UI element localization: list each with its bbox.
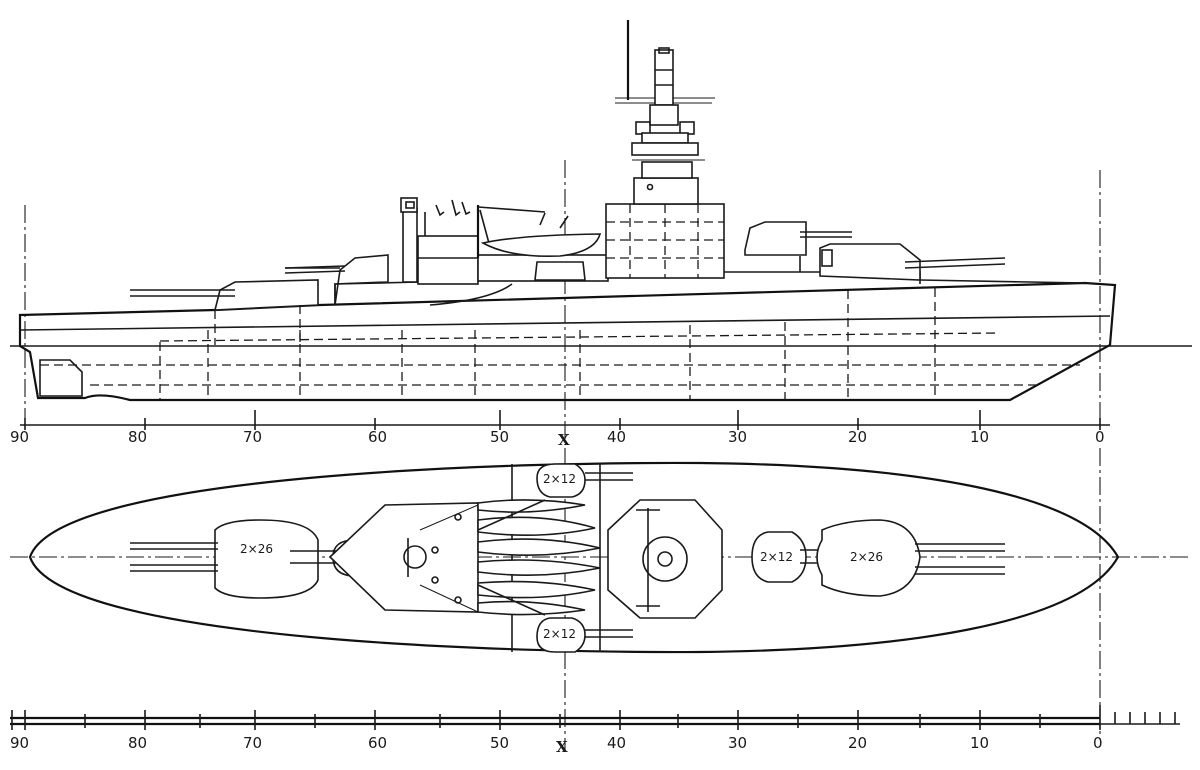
midship-marker-top: X bbox=[558, 431, 570, 449]
scale-bottom-label-80: 80 bbox=[128, 734, 147, 752]
midship-deck-strip bbox=[511, 463, 601, 652]
scale-bottom-label-60: 60 bbox=[368, 734, 387, 752]
scale-top-label-30: 30 bbox=[728, 428, 747, 446]
scale-bottom-label-70: 70 bbox=[243, 734, 262, 752]
midship-pedestal bbox=[534, 261, 586, 281]
plan-hull-outline bbox=[28, 461, 1120, 654]
ventilators bbox=[419, 504, 479, 613]
midship-marker-bottom: X bbox=[556, 738, 568, 756]
wing-port-turret-label: 2×12 bbox=[543, 472, 576, 486]
superstructure-curve bbox=[429, 283, 513, 306]
scale-bottom-label-50: 50 bbox=[490, 734, 509, 752]
boat-and-crane bbox=[476, 205, 602, 258]
fwd-main-turret-side bbox=[819, 243, 1086, 284]
deck-line bbox=[19, 315, 1111, 331]
scale-bar-bottom bbox=[10, 705, 1180, 730]
aft-funnel bbox=[400, 197, 471, 283]
forward-tower-plan bbox=[607, 499, 723, 619]
scale-top-label-20: 20 bbox=[848, 428, 867, 446]
fwd-secondary-turret-label: 2×12 bbox=[760, 550, 793, 564]
scale-labels-top: 90 80 70 60 50 40 30 20 10 0 bbox=[10, 428, 1105, 446]
wing-turret-stbd-plan bbox=[536, 617, 633, 653]
mast bbox=[615, 20, 715, 191]
scale-top-label-70: 70 bbox=[243, 428, 262, 446]
scale-bottom-label-0: 0 bbox=[1093, 734, 1103, 752]
aft-main-turret-side bbox=[130, 279, 319, 345]
central-deckhouse bbox=[417, 235, 479, 285]
ship-boats bbox=[477, 499, 601, 616]
scale-bottom-label-20: 20 bbox=[848, 734, 867, 752]
scale-labels-bottom: 90 80 70 60 50 40 30 20 10 0 bbox=[10, 734, 1103, 752]
hull-outline bbox=[18, 281, 1117, 402]
scale-bottom-label-10: 10 bbox=[970, 734, 989, 752]
fwd-main-turret-plan bbox=[816, 519, 1005, 597]
wing-turret-port-plan bbox=[536, 463, 633, 498]
scale-top-label-90: 90 bbox=[10, 428, 29, 446]
scale-top-label-60: 60 bbox=[368, 428, 387, 446]
forward-tower bbox=[605, 177, 725, 279]
fwd-secondary-turret-side bbox=[744, 221, 852, 272]
aft-main-turret-label: 2×26 bbox=[240, 542, 273, 556]
plan-view: 2×26 bbox=[10, 448, 1192, 750]
bulkheads bbox=[159, 288, 936, 400]
scale-ticks-top bbox=[24, 410, 1101, 430]
aft-mast-plan bbox=[403, 545, 427, 569]
wing-stbd-turret-label: 2×12 bbox=[543, 627, 576, 641]
scale-bottom-label-30: 30 bbox=[728, 734, 747, 752]
scale-bottom-label-40: 40 bbox=[607, 734, 626, 752]
aft-main-turret-plan bbox=[130, 519, 319, 599]
stern-rudder bbox=[39, 359, 83, 397]
scale-top-label-50: 50 bbox=[490, 428, 509, 446]
scale-top-label-40: 40 bbox=[607, 428, 626, 446]
side-elevation bbox=[10, 20, 1192, 440]
scale-top-label-10: 10 bbox=[970, 428, 989, 446]
scale-top-label-0: 0 bbox=[1095, 428, 1105, 446]
scale-top-label-80: 80 bbox=[128, 428, 147, 446]
fwd-main-turret-label: 2×26 bbox=[850, 550, 883, 564]
scale-bottom-label-90: 90 bbox=[10, 734, 29, 752]
